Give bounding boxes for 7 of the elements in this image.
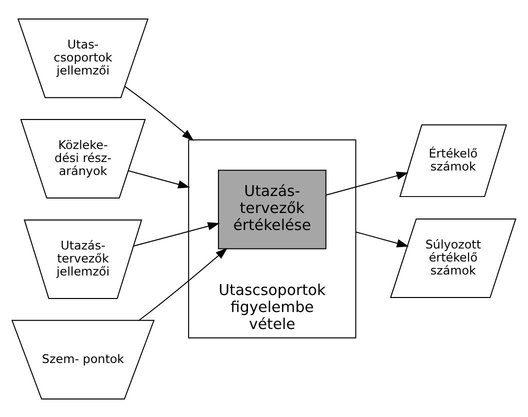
arrow [124,86,194,140]
arrow [133,222,220,246]
arrow [355,230,409,247]
arrow [128,170,190,188]
arrow [138,247,228,320]
node-box: Utazás- tervezők értékelése [218,169,326,249]
arrow [325,171,409,196]
